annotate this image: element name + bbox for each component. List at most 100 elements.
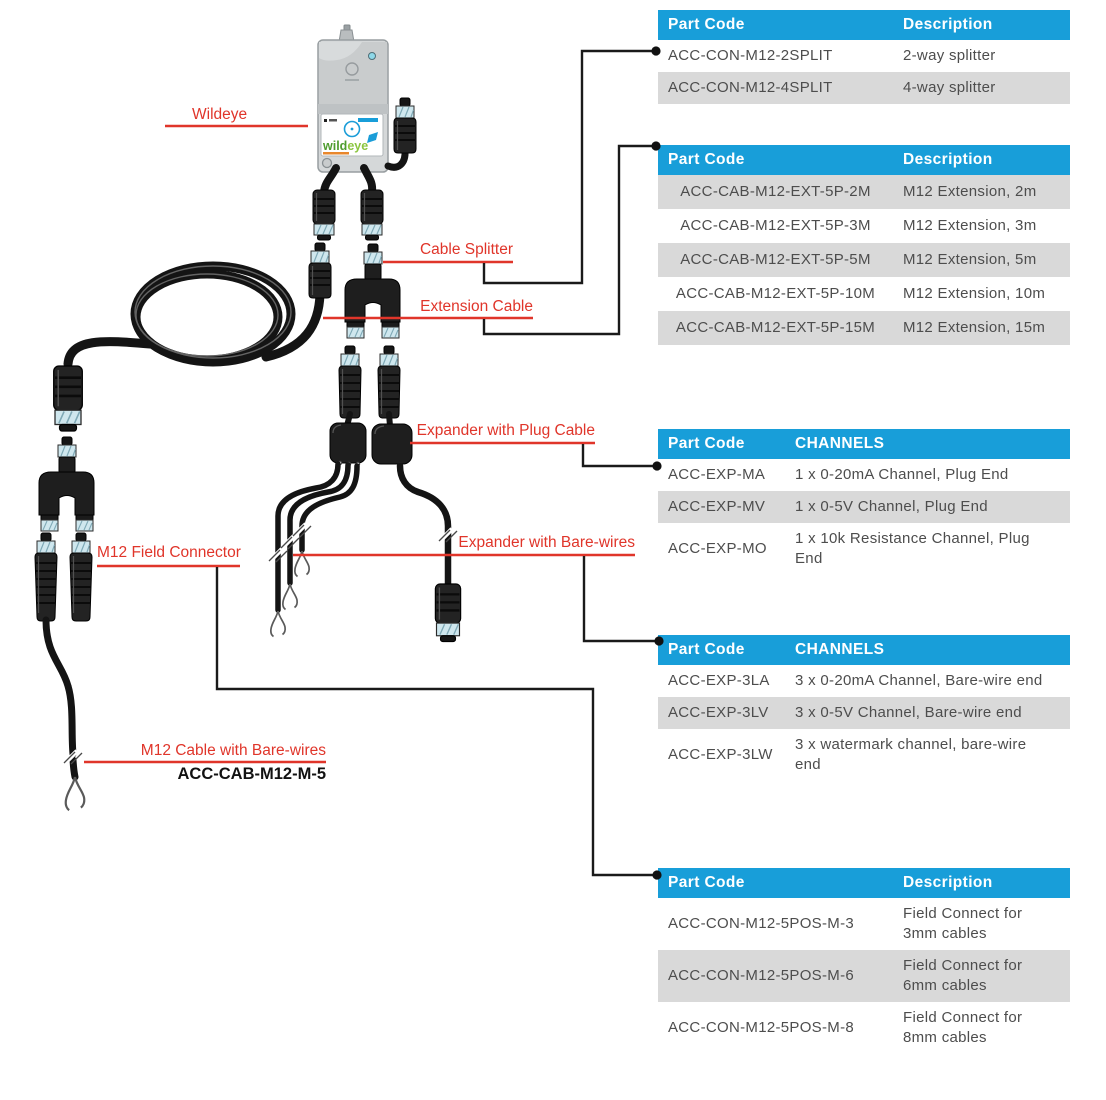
left-splitter-graphic	[38, 436, 95, 532]
side-connector	[393, 97, 417, 154]
bare-wire-fork	[294, 550, 310, 578]
part-code-cell: ACC-CAB-M12-EXT-5P-10M	[658, 277, 893, 311]
column-header-channels: CHANNELS	[785, 635, 1070, 665]
coil-end-plug	[52, 364, 84, 433]
bare-wire-fork	[64, 775, 86, 812]
leader-line-extension-table	[482, 144, 654, 336]
cable-splitter-label: Cable Splitter	[419, 241, 513, 258]
part-code-cell: ACC-CON-M12-4SPLIT	[658, 72, 893, 104]
expander-bare-cables	[275, 461, 360, 613]
m12-field-connector-left-graphic	[34, 532, 58, 622]
logo-flag-icon	[367, 132, 378, 143]
table-row: ACC-CON-M12-5POS-M-8 Field Connect for 8…	[658, 1002, 1070, 1054]
description-cell: M12 Extension, 15m	[893, 311, 1070, 345]
splitter-table: Part Code Description ACC-CON-M12-2SPLIT…	[658, 10, 1070, 104]
expander-plug-label: Expander with Plug Cable	[416, 422, 595, 439]
description-cell: Field Connect for 8mm cables	[893, 1002, 1070, 1054]
table-row: ACC-CAB-M12-EXT-5P-15M M12 Extension, 15…	[658, 311, 1070, 345]
expander-bare-label: Expander with Bare-wires	[458, 534, 635, 551]
part-code-cell: ACC-EXP-3LV	[658, 697, 785, 729]
part-code-cell: ACC-EXP-3LW	[658, 729, 785, 781]
leader-line-expander-plug-table	[581, 444, 655, 468]
description-cell: 4-way splitter	[893, 72, 1070, 104]
column-header-channels: CHANNELS	[785, 429, 1070, 459]
cable-break-marks	[64, 524, 457, 764]
channels-cell: 1 x 0-5V Channel, Plug End	[785, 491, 1070, 523]
leader-line-splitter-table	[482, 49, 654, 285]
wildeye-device: wildeye	[312, 24, 417, 241]
expander-feed-plug-right	[377, 345, 401, 419]
table-row: ACC-EXP-MV 1 x 0-5V Channel, Plug End	[658, 491, 1070, 523]
description-cell: M12 Extension, 10m	[893, 277, 1070, 311]
device-antenna	[338, 24, 355, 43]
device-plug-left	[312, 189, 336, 241]
table-row: ACC-CON-M12-2SPLIT 2-way splitter	[658, 40, 1070, 72]
table-row: ACC-CAB-M12-EXT-5P-3M M12 Extension, 3m	[658, 209, 1070, 243]
m12-field-connector-right-graphic	[69, 532, 93, 622]
m12-cable-bare-label: M12 Cable with Bare-wires	[140, 742, 326, 759]
part-code-cell: ACC-CAB-M12-EXT-5P-15M	[658, 311, 893, 345]
channels-cell: 1 x 0-20mA Channel, Plug End	[785, 459, 1070, 491]
part-code-cell: ACC-CAB-M12-EXT-5P-3M	[658, 209, 893, 243]
expander-feed-cables	[344, 411, 393, 429]
column-header-description: Description	[893, 145, 1070, 175]
extension-cable-coil	[63, 261, 325, 369]
table-row: ACC-EXP-MA 1 x 0-20mA Channel, Plug End	[658, 459, 1070, 491]
expander-bare-box	[329, 422, 367, 467]
description-cell: M12 Extension, 3m	[893, 209, 1070, 243]
expander-plug-table: Part Code CHANNELS ACC-EXP-MA 1 x 0-20mA…	[658, 429, 1070, 575]
table-row: ACC-CAB-M12-EXT-5P-10M M12 Extension, 10…	[658, 277, 1070, 311]
field-connector-table: Part Code Description ACC-CON-M12-5POS-M…	[658, 868, 1070, 1054]
extension-cable-plug	[308, 242, 332, 299]
column-header-part-code: Part Code	[658, 429, 785, 459]
device-plug-right	[360, 189, 384, 241]
extension-cable-label: Extension Cable	[420, 298, 533, 315]
part-code-cell: ACC-CON-M12-5POS-M-8	[658, 1002, 893, 1054]
table-row: ACC-CON-M12-5POS-M-3 Field Connect for 3…	[658, 898, 1070, 950]
table-row: ACC-EXP-3LW 3 x watermark channel, bare-…	[658, 729, 1070, 781]
column-header-part-code: Part Code	[658, 635, 785, 665]
table-row: ACC-CON-M12-4SPLIT 4-way splitter	[658, 72, 1070, 104]
column-header-description: Description	[893, 10, 1070, 40]
leader-line-field-connector-table	[215, 567, 655, 877]
table-row: ACC-CON-M12-5POS-M-6 Field Connect for 6…	[658, 950, 1070, 1002]
label-underlines	[84, 124, 635, 764]
bare-wire-cable	[42, 616, 79, 781]
description-cell: Field Connect for 3mm cables	[893, 898, 1070, 950]
column-header-part-code: Part Code	[658, 145, 893, 175]
column-header-part-code: Part Code	[658, 868, 893, 898]
part-code-cell: ACC-CAB-M12-EXT-5P-2M	[658, 175, 893, 209]
wildeye-label: Wildeye	[192, 106, 248, 123]
channels-cell: 1 x 10k Resistance Channel, Plug End	[785, 523, 1070, 575]
description-cell: Field Connect for 6mm cables	[893, 950, 1070, 1002]
leader-lines	[215, 49, 657, 877]
part-code-cell: ACC-CON-M12-2SPLIT	[658, 40, 893, 72]
m12-field-connector-label: M12 Field Connector	[97, 544, 241, 561]
extension-cable-table: Part Code Description ACC-CAB-M12-EXT-5P…	[658, 145, 1070, 345]
expander-feed-plug-left	[338, 345, 362, 419]
column-header-part-code: Part Code	[658, 10, 893, 40]
description-cell: 2-way splitter	[893, 40, 1070, 72]
expander-bare-table: Part Code CHANNELS ACC-EXP-3LA 3 x 0-20m…	[658, 635, 1070, 781]
cable-splitter-graphic	[344, 243, 401, 339]
description-cell: M12 Extension, 2m	[893, 175, 1070, 209]
part-code-cell: ACC-CON-M12-5POS-M-6	[658, 950, 893, 1002]
part-code-cell: ACC-EXP-3LA	[658, 665, 785, 697]
channels-cell: 3 x watermark channel, bare-wire end	[785, 729, 1070, 781]
part-code-cell: ACC-EXP-MO	[658, 523, 785, 575]
plug-cable-connector	[434, 582, 462, 643]
bare-wire-fork	[270, 610, 286, 638]
table-row: ACC-CAB-M12-EXT-5P-2M M12 Extension, 2m	[658, 175, 1070, 209]
table-row: ACC-EXP-3LV 3 x 0-5V Channel, Bare-wire …	[658, 697, 1070, 729]
table-row: ACC-EXP-3LA 3 x 0-20mA Channel, Bare-wir…	[658, 665, 1070, 697]
table-row: ACC-EXP-MO 1 x 10k Resistance Channel, P…	[658, 523, 1070, 575]
table-row: ACC-CAB-M12-EXT-5P-5M M12 Extension, 5m	[658, 243, 1070, 277]
part-code-cell: ACC-CON-M12-5POS-M-3	[658, 898, 893, 950]
channels-cell: 3 x 0-5V Channel, Bare-wire end	[785, 697, 1070, 729]
column-header-description: Description	[893, 868, 1070, 898]
part-code-cell: ACC-EXP-MV	[658, 491, 785, 523]
device-cables	[320, 146, 409, 196]
part-code-cell: ACC-CAB-M12-EXT-5P-5M	[658, 243, 893, 277]
description-cell: M12 Extension, 5m	[893, 243, 1070, 277]
